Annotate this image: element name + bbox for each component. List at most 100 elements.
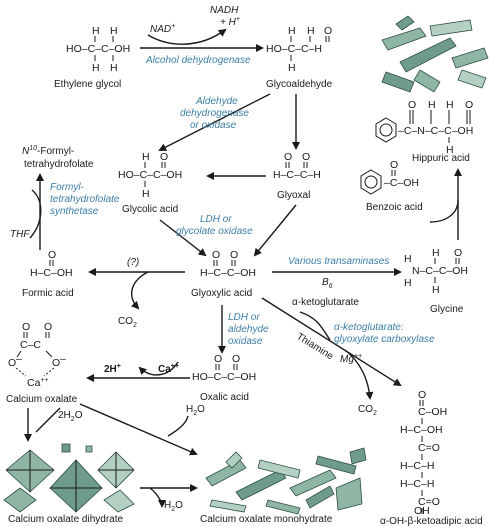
svg-text:O: O — [232, 353, 240, 365]
hippuric-acid-label: Hippuric acid — [412, 153, 470, 164]
svg-text:HO–C–C–H: HO–C–C–H — [266, 43, 322, 55]
svg-text:H: H — [92, 62, 100, 74]
svg-text:H–C–H: H–C–H — [400, 460, 434, 472]
formyl-label-1: Formyl- — [50, 182, 85, 193]
ldh-ald-label-2: aldehyde — [228, 324, 269, 335]
formyl-label-3: synthetase — [50, 206, 99, 217]
svg-text:H: H — [428, 99, 436, 111]
ldh-ald-label-1: LDH or — [228, 312, 260, 323]
svg-text:O: O — [52, 357, 60, 369]
svg-text:O: O — [44, 321, 52, 333]
svg-text:H: H — [288, 25, 296, 37]
svg-text:–: – — [60, 353, 66, 365]
svg-text:O: O — [212, 249, 220, 261]
calcium-oxalate-label: Calcium oxalate — [6, 394, 78, 405]
oxalic-acid-label: Oxalic acid — [200, 392, 249, 403]
svg-text:O: O — [454, 247, 462, 259]
svg-text:H: H — [307, 25, 315, 37]
h2o-b-curve — [149, 487, 166, 508]
ldh-glyco-label-2: glycolate oxidase — [176, 226, 253, 237]
svg-text:H–C–C–OH: H–C–C–OH — [200, 267, 256, 279]
svg-text:H: H — [142, 151, 150, 163]
monohydrate-crystals-illustration — [205, 447, 367, 515]
svg-text:H–C–C–H: H–C–C–H — [273, 169, 321, 181]
glyoxylic-acid-label: Glyoxylic acid — [191, 288, 252, 299]
glycoaldehyde-label: Glycoaldehyde — [266, 79, 333, 90]
svg-text:O: O — [465, 99, 473, 111]
svg-text:H–C–OH: H–C–OH — [400, 424, 443, 436]
tetrahydrofolate-label: tetrahydrofolate — [24, 159, 94, 170]
svg-text:–: – — [16, 353, 22, 365]
svg-text:H: H — [110, 25, 118, 37]
nad-label: NAD+ — [150, 23, 175, 35]
2h2o-curve — [35, 407, 61, 433]
ldh-glycolate-arrow — [159, 219, 207, 257]
thf-curve — [29, 189, 42, 239]
formyl-label-2: tetrahydrofolate — [50, 194, 120, 205]
ldh-ald-label-3: oxidase — [228, 336, 263, 347]
ca-label: Ca++ — [158, 363, 179, 375]
aldehyde-label-3: or oxidase — [190, 120, 237, 131]
twoh2o-label: 2H2O — [58, 410, 83, 423]
svg-text:N–C–C–OH: N–C–C–OH — [412, 265, 468, 277]
svg-text:H–C–H: H–C–H — [400, 478, 434, 490]
co2-b-label: CO2 — [358, 404, 377, 417]
svg-text:C–C: C–C — [20, 339, 41, 351]
svg-text:H: H — [288, 62, 296, 74]
dihydrate-label: Calcium oxalate dihydrate — [8, 514, 123, 525]
svg-text:H: H — [404, 277, 412, 289]
svg-text:O: O — [390, 159, 398, 171]
benzoic-join-curve — [429, 199, 459, 223]
glycolic-acid-label: Glycolic acid — [122, 204, 178, 215]
svg-text:O: O — [160, 151, 168, 163]
ca-join-curve — [138, 361, 179, 376]
svg-text:–C–OH: –C–OH — [384, 177, 419, 189]
svg-text:HO–C–C–OH: HO–C–C–OH — [192, 371, 256, 383]
co2-b-curve — [344, 349, 374, 400]
benzoic-acid-label: Benzoic acid — [366, 202, 423, 213]
svg-text:H–C–OH: H–C–OH — [30, 267, 73, 279]
glyoxylic-to-ketoadipic-arrow — [261, 297, 402, 387]
n10-formyl-label: N10-Formyl- — [22, 145, 74, 157]
formic-acid-label: Formic acid — [22, 288, 74, 299]
transaminase-label: Various transaminases — [288, 256, 389, 267]
ldh-glyco-label-1: LDH or — [200, 214, 232, 225]
twoh-label: 2H+ — [104, 363, 121, 375]
benzoic-acid-structure: –C–OH O — [360, 159, 419, 195]
ketoadipic-label: α-OH-β-ketoadipic acid — [380, 516, 483, 527]
nad-curve-arrow — [147, 28, 227, 45]
ethylene-glycol-label: Ethylene glycol — [54, 79, 121, 90]
h2o-b-label: H2O — [164, 500, 183, 513]
svg-text:O: O — [230, 249, 238, 261]
svg-text:H: H — [446, 99, 454, 111]
glyoxal-to-glyoxylic-arrow — [253, 204, 297, 257]
thiamine-label: Thiamine — [294, 331, 335, 362]
nadh-label: NADH — [210, 5, 239, 16]
unknown-label: (?) — [127, 257, 139, 268]
svg-text:HO–C–C–OH: HO–C–C–OH — [118, 169, 182, 181]
carbox-label-2: glyoxylate carboxylase — [334, 334, 435, 345]
svg-text:H: H — [110, 62, 118, 74]
svg-text:C=O: C=O — [418, 496, 440, 508]
b6-label: B6 — [322, 277, 333, 290]
svg-text:H: H — [432, 284, 440, 296]
svg-text:C=O: C=O — [418, 442, 440, 454]
svg-text:H: H — [404, 253, 412, 265]
co2-a-label: CO2 — [118, 316, 137, 329]
svg-text:OH: OH — [414, 505, 430, 517]
hplus-label: + H+ — [220, 16, 240, 28]
h2o-a-label: H2O — [186, 404, 205, 417]
dihydrate-crystals-illustration — [3, 443, 135, 513]
aldehyde-label-1: Aldehyde — [195, 96, 238, 107]
to-monohydrate-arrow — [79, 403, 198, 456]
